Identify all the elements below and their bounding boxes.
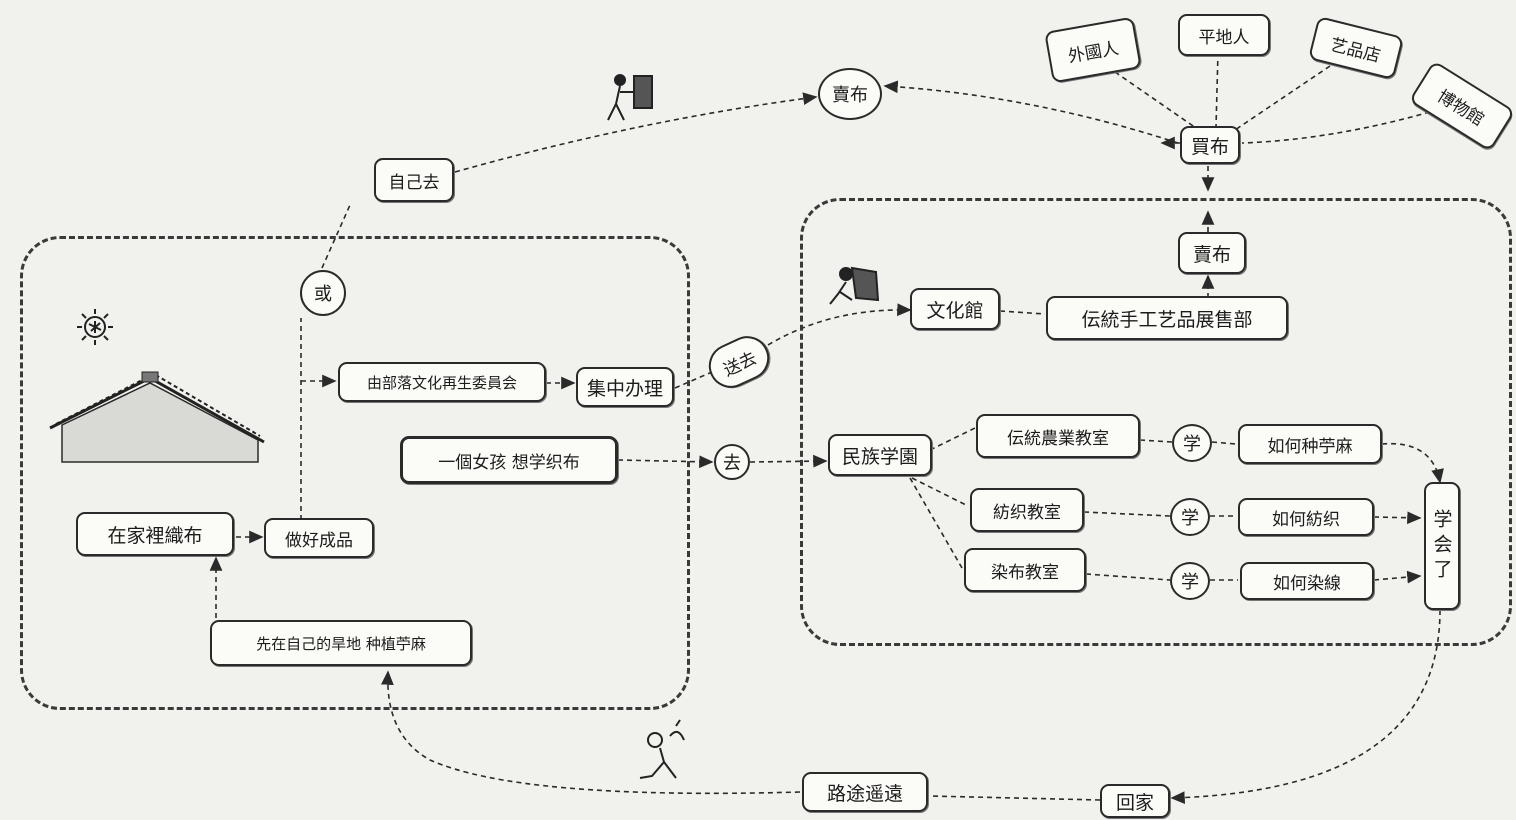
sell-cloth-node: 賣布	[1178, 232, 1246, 274]
finished-product-node: 做好成品	[264, 518, 374, 558]
centralized-node: 集中办理	[576, 367, 674, 407]
house-roof-icon	[49, 371, 265, 463]
how-spin-node: 如何紡织	[1238, 498, 1374, 536]
edge-buy-to-sell	[883, 80, 1179, 144]
go-node: 去	[714, 444, 750, 480]
weaving-class-node: 紡织教室	[970, 488, 1084, 532]
girl-wants-node: 一個女孩 想学织布	[400, 436, 618, 484]
home-weaving-node: 在家裡織布	[76, 512, 234, 556]
edge-centralized-send	[674, 371, 713, 389]
learned-node: 学会了	[1424, 482, 1460, 610]
self-go-node: 自己去	[374, 158, 454, 202]
ethnic-school-node: 民族学園	[828, 434, 932, 476]
edge-foreigners-buy	[1114, 71, 1197, 129]
learn-node-1: 学	[1172, 424, 1212, 462]
buy-cloth-node: 買布	[1180, 126, 1240, 164]
edge-school-weave	[911, 477, 969, 507]
person-carrying-cloth-icon	[607, 74, 653, 121]
edge-learned-home	[1170, 609, 1441, 805]
edge-or-to-selfgo	[321, 204, 351, 269]
edge-shop-buy	[1234, 65, 1331, 131]
dyeing-class-node: 染布教室	[964, 548, 1086, 592]
person-carrying-load-icon	[829, 266, 880, 305]
edge-send-cultural	[767, 303, 912, 346]
craft-sales-dept-node: 伝統手工艺品展售部	[1046, 296, 1288, 340]
village-region	[20, 236, 690, 710]
edge-girl-go	[617, 455, 714, 469]
cultural-center-node: 文化館	[910, 288, 1000, 330]
learn-node-3: 学	[1170, 562, 1210, 600]
town-region	[800, 198, 1512, 646]
plant-ramie-node: 先在自己的旱地 种植苧麻	[210, 620, 472, 666]
sell-cloth-top-node: 賣布	[818, 68, 882, 120]
sun-icon	[77, 309, 113, 345]
edge-cultural-dept	[999, 310, 1046, 315]
locals-node: 平地人	[1178, 14, 1270, 56]
edge-how2-learned	[1373, 511, 1422, 525]
or-node: 或	[300, 270, 346, 316]
go-home-node: 回家	[1100, 784, 1170, 818]
council-node: 由部落文化再生委員会	[338, 362, 546, 402]
how-dye-node: 如何染線	[1240, 562, 1374, 600]
learn-node-2: 学	[1170, 498, 1210, 536]
edge-how3-learned	[1373, 570, 1422, 584]
how-grow-ramie-node: 如何种苧麻	[1238, 424, 1382, 464]
long-road-node: 路途遥遠	[802, 772, 928, 812]
edge-how1-learned	[1381, 442, 1444, 484]
edge-locals-buy	[1215, 51, 1219, 128]
person-walking-icon	[639, 719, 685, 779]
edge-home-road	[929, 795, 1101, 801]
edge-learn1-how	[1211, 441, 1237, 445]
edge-road-plant	[381, 670, 801, 795]
edge-go-school	[749, 454, 828, 468]
agri-class-node: 伝統農業教室	[976, 414, 1140, 458]
edge-museum-buy	[1241, 111, 1431, 144]
